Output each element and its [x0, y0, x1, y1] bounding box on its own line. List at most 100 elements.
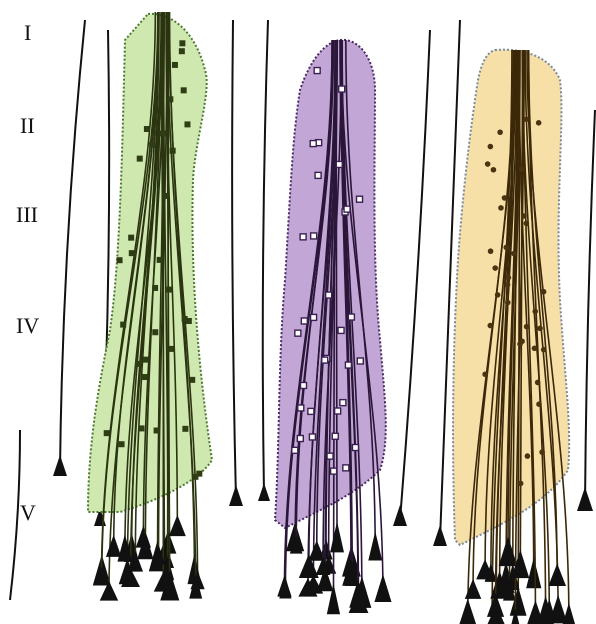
column-green — [86, 11, 214, 601]
neuron-soma — [99, 580, 119, 601]
column-fiber — [324, 39, 337, 586]
column-marker — [494, 292, 501, 298]
column-marker — [167, 96, 174, 103]
column-marker — [309, 313, 318, 322]
neuron-soma — [289, 535, 303, 554]
column-marker — [138, 425, 145, 432]
column-marker — [490, 166, 497, 173]
column-marker — [484, 161, 491, 167]
column-marker — [511, 250, 517, 257]
column-marker — [505, 274, 512, 281]
neuron-soma — [368, 531, 383, 561]
neuron-soma — [526, 557, 542, 589]
column-marker — [498, 205, 504, 211]
column-fiber — [112, 11, 160, 551]
column-marker — [504, 299, 511, 306]
neuron-soma — [189, 573, 203, 599]
neuron-soma — [315, 556, 331, 575]
column-marker — [128, 234, 135, 241]
column-marker — [313, 66, 321, 75]
column-marker — [178, 48, 185, 55]
neuron-soma — [511, 549, 530, 579]
column-marker — [503, 244, 510, 251]
column-marker — [128, 250, 135, 257]
stray-fiber — [584, 109, 596, 506]
column-fiber — [507, 49, 520, 561]
column-marker — [536, 401, 542, 408]
column-marker — [535, 119, 542, 126]
neuron-soma — [316, 566, 334, 592]
column-marker — [182, 425, 189, 432]
column-fiber — [526, 49, 570, 619]
column-marker — [185, 317, 192, 324]
column-marker — [487, 143, 494, 150]
column-marker — [309, 139, 317, 148]
column-marker — [181, 315, 188, 322]
column-marker — [169, 147, 176, 154]
column-marker — [518, 166, 525, 173]
column-marker — [517, 480, 524, 487]
neuron-soma — [53, 455, 67, 476]
column-fiber — [144, 11, 163, 554]
column-marker — [308, 433, 317, 441]
layer-labels: I II III IV V — [16, 20, 39, 525]
neuron-soma — [486, 592, 505, 617]
stray-fiber — [399, 29, 431, 521]
column-marker — [152, 284, 159, 291]
column-marker — [189, 376, 196, 383]
neuron-soma — [349, 579, 367, 608]
layer-label-iv: IV — [16, 313, 39, 338]
column-marker — [299, 233, 307, 241]
neuron-soma — [285, 521, 305, 552]
stray-fiber — [439, 19, 461, 541]
neuron-soma — [137, 532, 154, 560]
column-marker — [523, 220, 530, 227]
column-marker — [335, 160, 343, 169]
column-marker — [120, 321, 127, 328]
column-marker — [531, 345, 538, 352]
column-marker — [135, 360, 142, 367]
background-fibers — [9, 19, 596, 601]
layer-label-i: I — [24, 20, 31, 45]
column-fiber — [134, 11, 160, 566]
column-fiber — [165, 11, 179, 531]
neuron-soma — [502, 581, 516, 601]
neuron-soma — [393, 505, 407, 526]
column-marker — [342, 464, 350, 472]
neuron-soma — [105, 534, 122, 557]
neuron-soma — [298, 554, 319, 578]
column-marker — [337, 326, 345, 335]
stray-fiber — [59, 19, 86, 471]
column-marker — [534, 379, 541, 386]
stray-fiber — [261, 19, 269, 496]
column-fiber — [494, 49, 518, 611]
column-marker — [492, 265, 499, 271]
layer-label-iii: III — [16, 202, 38, 227]
column-marker — [165, 286, 172, 293]
neuron-soma — [120, 568, 141, 588]
column-purple — [273, 38, 392, 615]
column-marker — [149, 141, 156, 148]
column-marker — [487, 248, 494, 255]
column-marker — [314, 171, 322, 180]
column-fiber — [472, 49, 515, 593]
neuron-soma — [498, 535, 518, 567]
column-marker — [347, 313, 356, 321]
column-marker — [331, 432, 339, 440]
column-marker — [482, 371, 488, 378]
neuron-soma — [258, 483, 270, 501]
neuron-soma — [187, 553, 202, 585]
column-marker — [294, 329, 302, 337]
column-marker — [307, 407, 315, 416]
column-marker — [521, 213, 527, 219]
column-marker — [540, 346, 547, 353]
column-marker — [501, 195, 508, 201]
column-marker — [143, 356, 150, 363]
column-marker — [504, 281, 511, 288]
column-marker — [291, 446, 299, 455]
neuron-soma — [160, 570, 180, 601]
column-fiber — [339, 39, 359, 602]
column-marker — [103, 430, 110, 437]
column-marker — [142, 374, 149, 381]
neuron-soma — [168, 514, 186, 537]
